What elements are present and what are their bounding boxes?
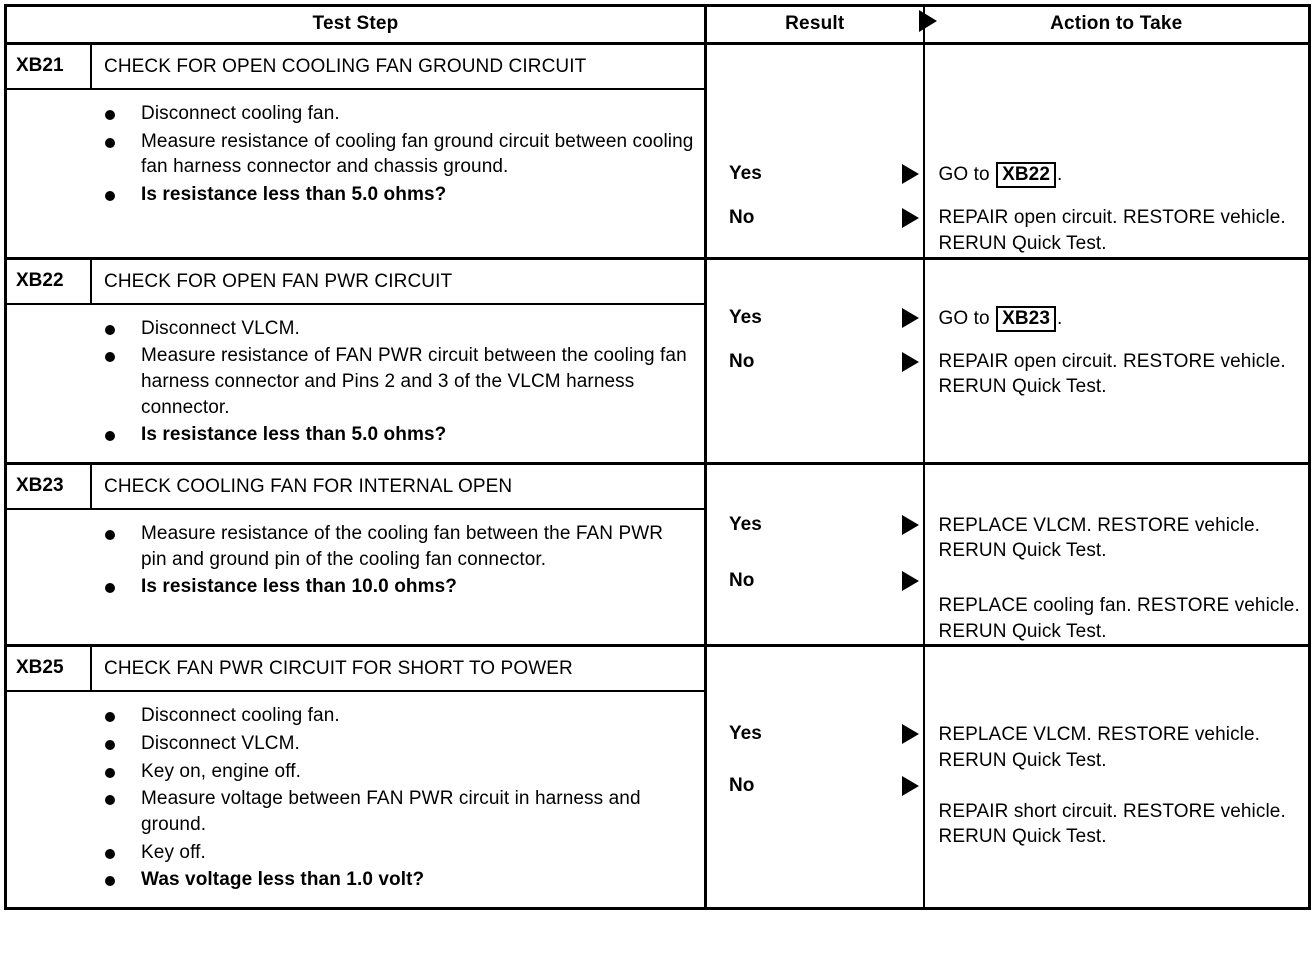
test-step-id: XB25 (7, 647, 92, 691)
action-text-prefix: GO to (938, 164, 996, 185)
result-label-no: No (729, 207, 755, 228)
table-row: XB25 CHECK FAN PWR CIRCUIT FOR SHORT TO … (5, 645, 1310, 909)
right-triangle-icon (901, 162, 919, 189)
result-cell: Yes No (705, 463, 925, 648)
action-text-suffix: . (1057, 164, 1063, 185)
test-step-title-row: XB21 CHECK FOR OPEN COOLING FAN GROUND C… (7, 45, 705, 91)
column-header-action-to-take: Action to Take (923, 5, 1310, 45)
test-step-title-row: XB23 CHECK COOLING FAN FOR INTERNAL OPEN (7, 464, 705, 510)
list-item: Measure voltage between FAN PWR circuit … (105, 786, 694, 837)
test-step-title-row: XB22 CHECK FOR OPEN FAN PWR CIRCUIT (7, 259, 705, 305)
column-header-result: Result (705, 5, 937, 45)
result-row: No (707, 206, 923, 233)
step-reference-xb23[interactable]: XB23 (996, 305, 1057, 332)
test-step-cell: XB22 CHECK FOR OPEN FAN PWR CIRCUIT Disc… (5, 258, 708, 465)
list-item: Is resistance less than 5.0 ohms? (105, 182, 694, 208)
test-step-bullet-list: Measure resistance of the cooling fan be… (7, 510, 704, 614)
result-row: No (707, 774, 923, 801)
diagnostic-pinpoint-test-sheet: Test Step Result Action to Take XB21 CHE… (0, 4, 1312, 970)
test-step-title: CHECK COOLING FAN FOR INTERNAL OPEN (104, 475, 513, 497)
result-row: Yes (707, 722, 923, 749)
result-label-no: No (729, 775, 755, 797)
result-row: No (707, 350, 923, 377)
action-text-suffix: . (1057, 307, 1063, 329)
list-item: Key off. (105, 840, 694, 866)
list-item: Is resistance less than 10.0 ohms? (105, 574, 694, 600)
list-item: Measure resistance of cooling fan ground… (105, 129, 694, 180)
test-step-bullet-list: Disconnect cooling fan. Disconnect VLCM.… (7, 692, 704, 906)
list-item: Disconnect VLCM. (105, 316, 694, 342)
action-cell: REPLACE VLCM. RESTORE vehicle. RERUN Qui… (923, 463, 1310, 648)
result-label-no: No (729, 350, 755, 372)
test-step-id: XB21 (7, 45, 92, 89)
table-row: XB22 CHECK FOR OPEN FAN PWR CIRCUIT Disc… (5, 258, 1310, 465)
column-header-result-label: Result (785, 13, 845, 34)
action-cell: GO to XB22. REPAIR open circuit. RESTORE… (923, 43, 1310, 260)
right-triangle-icon (901, 306, 919, 333)
test-step-cell: XB23 CHECK COOLING FAN FOR INTERNAL OPEN… (5, 463, 708, 648)
action-text-prefix: GO to (938, 307, 996, 329)
table-header-row: Test Step Result Action to Take (5, 5, 1310, 45)
test-step-title: CHECK FAN PWR CIRCUIT FOR SHORT TO POWER (104, 658, 573, 680)
list-item: Disconnect cooling fan. (105, 703, 694, 729)
list-item: Was voltage less than 1.0 volt? (105, 867, 694, 893)
action-row: REPLACE VLCM. RESTORE vehicle. RERUN Qui… (938, 724, 1261, 772)
action-row: REPAIR open circuit. RESTORE vehicle. RE… (938, 350, 1286, 398)
right-triangle-icon (901, 206, 919, 233)
list-item: Disconnect cooling fan. (105, 101, 694, 127)
test-step-title: CHECK FOR OPEN FAN PWR CIRCUIT (104, 270, 453, 292)
test-step-cell: XB21 CHECK FOR OPEN COOLING FAN GROUND C… (5, 43, 708, 260)
test-step-cell: XB25 CHECK FAN PWR CIRCUIT FOR SHORT TO … (5, 645, 708, 909)
test-step-title-row: XB25 CHECK FAN PWR CIRCUIT FOR SHORT TO … (7, 647, 705, 693)
action-row: REPAIR short circuit. RESTORE vehicle. R… (938, 800, 1286, 848)
result-cell: Yes No (705, 258, 925, 465)
list-item: Key on, engine off. (105, 759, 694, 785)
action-row: GO to XB22. (925, 162, 1309, 189)
result-row: Yes (707, 306, 923, 333)
test-step-id: XB23 (7, 464, 92, 508)
result-label-yes: Yes (729, 306, 762, 328)
action-row: GO to XB23. (925, 305, 1309, 332)
action-cell: REPLACE VLCM. RESTORE vehicle. RERUN Qui… (924, 646, 1310, 909)
result-row: Yes (707, 513, 923, 540)
right-triangle-icon (901, 774, 919, 801)
list-item: Disconnect VLCM. (105, 731, 694, 757)
column-header-test-step: Test Step (5, 5, 708, 45)
right-triangle-icon (901, 569, 919, 596)
action-row: REPLACE cooling fan. RESTORE vehicle. RE… (938, 595, 1300, 642)
table-row: XB21 CHECK FOR OPEN COOLING FAN GROUND C… (5, 43, 1310, 260)
action-row: REPAIR open circuit. RESTORE vehicle. RE… (938, 207, 1286, 254)
result-row: Yes (707, 162, 923, 189)
result-label-yes: Yes (729, 163, 762, 184)
result-label-yes: Yes (729, 723, 762, 745)
list-item: Measure resistance of the cooling fan be… (105, 521, 694, 572)
right-triangle-icon (901, 722, 919, 749)
list-item: Measure resistance of FAN PWR circuit be… (105, 343, 694, 420)
result-row: No (707, 569, 923, 596)
test-step-id: XB22 (7, 259, 92, 303)
list-item: Is resistance less than 5.0 ohms? (105, 422, 694, 448)
step-reference-xb22[interactable]: XB22 (996, 162, 1057, 189)
result-label-yes: Yes (729, 513, 762, 535)
action-row: REPLACE VLCM. RESTORE vehicle. RERUN Qui… (938, 514, 1261, 562)
right-triangle-icon (901, 350, 919, 377)
result-cell: Yes No (705, 43, 925, 260)
pinpoint-test-table: Test Step Result Action to Take XB21 CHE… (4, 4, 1312, 910)
action-cell: GO to XB23. REPAIR open circuit. RESTORE… (923, 258, 1310, 465)
test-step-bullet-list: Disconnect cooling fan. Measure resistan… (7, 90, 704, 222)
test-step-bullet-list: Disconnect VLCM. Measure resistance of F… (7, 305, 704, 462)
right-triangle-icon (901, 513, 919, 540)
right-triangle-icon (918, 10, 937, 38)
result-cell: Yes No (705, 645, 925, 909)
table-row: XB23 CHECK COOLING FAN FOR INTERNAL OPEN… (5, 463, 1310, 648)
result-label-no: No (729, 569, 755, 591)
test-step-title: CHECK FOR OPEN COOLING FAN GROUND CIRCUI… (104, 56, 587, 77)
